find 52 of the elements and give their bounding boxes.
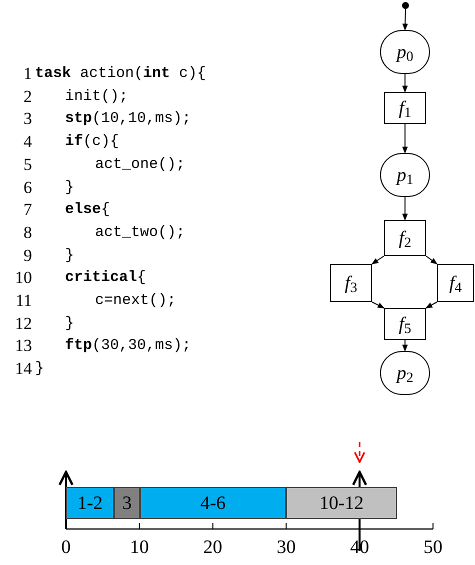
arrow xyxy=(402,124,408,154)
timeline-segment: 3 xyxy=(114,487,140,519)
transition-box: f$_{3}$ xyxy=(330,264,372,302)
code-line: act_one(); xyxy=(95,154,186,175)
tick-label: 0 xyxy=(60,537,72,559)
line-number: 8 xyxy=(22,222,32,244)
tick-label: 40 xyxy=(349,537,370,559)
tick-label: 10 xyxy=(128,537,150,559)
transition-box: f$_{1}$ xyxy=(384,92,426,124)
line-number: 14 xyxy=(14,358,32,380)
line-number: 4 xyxy=(22,131,32,154)
arrow xyxy=(402,340,408,352)
transition-box: f$_{5}$ xyxy=(384,308,426,340)
line-number: 1 xyxy=(22,63,32,85)
line-number: 3 xyxy=(22,108,32,130)
code-line: task action(int c){ xyxy=(35,64,206,84)
transition-box: f$_{4}$ xyxy=(437,264,474,302)
arrow xyxy=(371,256,384,264)
arrow xyxy=(425,302,438,308)
code-line: } xyxy=(65,314,74,334)
line-number: 11 xyxy=(14,290,32,312)
code-line: else{ xyxy=(65,200,110,220)
code-line: if(c){ xyxy=(65,132,120,152)
line-number: 6 xyxy=(22,176,32,198)
line-number: 7 xyxy=(22,199,32,222)
arrow xyxy=(402,196,408,221)
code-line: stp(10,10,ms); xyxy=(65,109,192,130)
line-number: 10 xyxy=(14,267,32,290)
line-number: 12 xyxy=(14,312,32,335)
code-line: c=next(); xyxy=(95,291,176,311)
timeline-segment: 10-12 xyxy=(286,487,397,519)
timeline-segment: 4-6 xyxy=(140,487,286,519)
code-line: critical{ xyxy=(65,268,146,288)
arrow xyxy=(402,8,408,31)
code-line: } xyxy=(65,178,74,198)
line-number: 9 xyxy=(22,244,32,267)
arrow xyxy=(402,74,408,93)
code-line: } xyxy=(35,359,44,380)
tick-label: 20 xyxy=(202,537,224,559)
timeline-segment: 1-2 xyxy=(66,487,114,519)
arrow xyxy=(426,256,438,264)
tick-label: 30 xyxy=(276,537,297,559)
line-number: 5 xyxy=(22,154,32,176)
arrow xyxy=(372,302,385,308)
tick-label: 50 xyxy=(422,537,444,559)
code-line: } xyxy=(65,246,74,266)
line-number: 2 xyxy=(22,86,32,108)
line-number: 13 xyxy=(14,335,32,358)
transition-box: f$_{2}$ xyxy=(384,220,426,256)
code-line: act_two(); xyxy=(95,222,186,243)
code-line: init(); xyxy=(65,86,128,107)
code-line: ftp(30,30,ms); xyxy=(65,336,192,356)
